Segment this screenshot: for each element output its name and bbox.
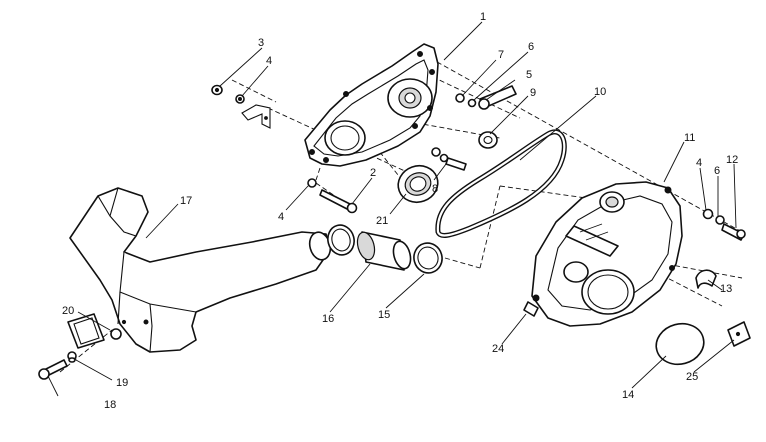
callout-4-lower: 4 <box>278 211 284 223</box>
callout-15: 15 <box>378 309 390 321</box>
callout-25: 25 <box>686 371 698 383</box>
duct-bracket-parts <box>38 313 122 380</box>
callout-6-upper: 6 <box>528 41 534 53</box>
callout-labels: 1 2 3 4 4 4 5 6 6 7 8 9 10 11 12 13 14 1… <box>62 11 738 411</box>
callout-4-right: 4 <box>696 157 702 169</box>
outer-cover <box>531 181 683 327</box>
callout-24: 24 <box>492 343 504 355</box>
callout-8: 8 <box>432 183 438 195</box>
callout-18: 18 <box>104 399 116 411</box>
callout-9: 9 <box>530 87 536 99</box>
small-cover-parts <box>523 269 751 366</box>
callout-11: 11 <box>684 132 695 144</box>
callout-6-right: 6 <box>714 165 720 177</box>
leader-lines <box>47 21 737 397</box>
cover-fasteners <box>702 208 746 241</box>
callout-3: 3 <box>258 37 264 49</box>
callout-17: 17 <box>180 195 192 207</box>
callout-19: 19 <box>116 377 128 389</box>
callout-21: 21 <box>376 215 388 227</box>
callout-7: 7 <box>498 49 504 61</box>
callout-20: 20 <box>62 305 74 317</box>
callout-1: 1 <box>480 11 486 23</box>
intake-duct <box>69 187 332 353</box>
lower-plate-bolt <box>307 178 358 214</box>
seal-ring <box>397 164 439 204</box>
callout-4-left: 4 <box>266 55 272 67</box>
upper-left-fasteners <box>211 84 271 129</box>
callout-13: 13 <box>720 283 732 295</box>
duct-coupling <box>327 224 443 274</box>
callout-10: 10 <box>594 86 606 98</box>
callout-14: 14 <box>622 389 634 401</box>
inner-cover-plate <box>304 43 439 167</box>
plate-bolts <box>431 85 517 171</box>
callout-2: 2 <box>370 167 376 179</box>
drive-belt <box>435 129 567 238</box>
callout-5: 5 <box>526 69 532 81</box>
callout-16: 16 <box>322 313 334 325</box>
callout-12: 12 <box>726 154 738 166</box>
